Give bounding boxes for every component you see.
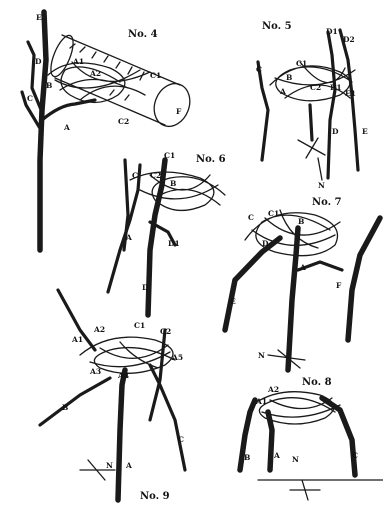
figure-no5-title: No. 5 bbox=[262, 22, 292, 32]
label-no4-A2: A2 bbox=[90, 70, 101, 78]
label-no4-C1: C1 bbox=[150, 72, 161, 80]
label-no9-C2: C2 bbox=[160, 328, 171, 336]
label-no5-A: A bbox=[280, 88, 286, 96]
label-no4-F: F bbox=[176, 108, 181, 116]
label-no8-A: A bbox=[274, 452, 280, 460]
label-no6-C2: C2 bbox=[150, 172, 161, 180]
label-no9-C1: C1 bbox=[134, 322, 145, 330]
compass-no7-N: N bbox=[258, 352, 265, 360]
label-no4-A1: A1 bbox=[73, 58, 84, 66]
label-no5-C: C bbox=[256, 66, 262, 74]
label-no9-A5: A5 bbox=[172, 354, 183, 362]
label-no5-D2: D2 bbox=[343, 36, 355, 44]
figure-no4-title: No. 4 bbox=[128, 30, 158, 40]
label-no4-E: E bbox=[36, 14, 42, 22]
label-no5-D1: D1 bbox=[326, 28, 338, 36]
label-no6-C1: C1 bbox=[164, 152, 175, 160]
label-no5-D: D bbox=[332, 128, 339, 136]
label-no5-C1: C1 bbox=[296, 60, 307, 68]
label-no9-A3: A3 bbox=[90, 368, 101, 376]
compass-no9-N: N bbox=[106, 462, 113, 470]
label-no4-A: A bbox=[64, 124, 70, 132]
label-no9-C: C bbox=[178, 436, 184, 444]
label-no6-C: C bbox=[132, 172, 138, 180]
figure-no7-title: No. 7 bbox=[312, 198, 342, 208]
label-no7-E: E bbox=[230, 298, 236, 306]
figure-no4-drawing bbox=[22, 12, 196, 250]
label-no6-D1: D1 bbox=[168, 240, 180, 248]
label-no7-C: C bbox=[248, 214, 254, 222]
label-no7-C1: C1 bbox=[268, 210, 279, 218]
label-no8-B: B bbox=[244, 454, 250, 462]
figure-no6-title: No. 6 bbox=[196, 155, 226, 165]
label-no8-A1: A1 bbox=[256, 398, 267, 406]
label-no4-C2: C2 bbox=[118, 118, 129, 126]
figure-no8-title: No. 8 bbox=[302, 378, 332, 388]
label-no7-F: F bbox=[336, 282, 341, 290]
label-no5-B1: B1 bbox=[330, 84, 342, 92]
label-no5-B: B bbox=[286, 74, 292, 82]
label-no7-A: A bbox=[300, 264, 306, 272]
label-no5-E: E bbox=[362, 128, 368, 136]
label-no4-D: D bbox=[35, 58, 42, 66]
figure-no5-drawing bbox=[258, 30, 358, 180]
label-no9-A2: A2 bbox=[94, 326, 105, 334]
figure-no9-title: No. 9 bbox=[140, 492, 170, 502]
label-no9-A: A bbox=[126, 462, 132, 470]
label-no8-A2: A2 bbox=[268, 386, 279, 394]
label-no4-B: B bbox=[46, 82, 52, 90]
label-no7-D: D bbox=[262, 240, 269, 248]
compass-no5-N: N bbox=[318, 182, 325, 190]
label-no5-E1: E1 bbox=[345, 90, 356, 98]
label-no7-B: B bbox=[298, 218, 304, 226]
label-no9-A1: A1 bbox=[72, 336, 83, 344]
label-no9-B: B bbox=[62, 404, 68, 412]
label-no9-A4: A4 bbox=[118, 372, 129, 380]
label-no6-D: D bbox=[142, 284, 149, 292]
compass-no8-N: N bbox=[292, 456, 299, 464]
label-no6-B: B bbox=[170, 180, 176, 188]
label-no8-C: C bbox=[352, 452, 358, 460]
label-no6-A: A bbox=[126, 234, 132, 242]
figure-no8-drawing bbox=[240, 392, 383, 500]
figure-no7-drawing bbox=[225, 210, 380, 370]
label-no5-C2: C2 bbox=[310, 84, 321, 92]
label-no4-C: C bbox=[27, 95, 33, 103]
